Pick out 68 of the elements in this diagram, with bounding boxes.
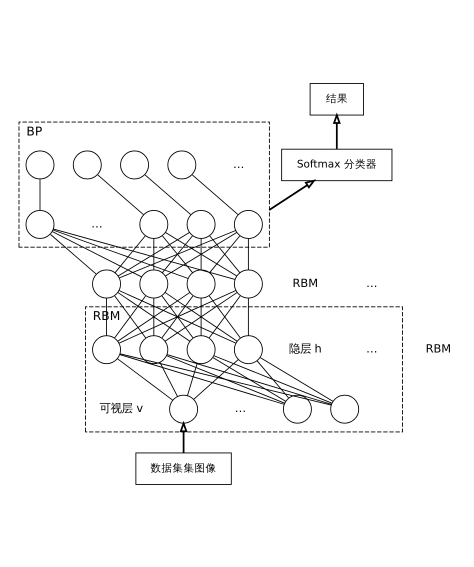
- label: …: [91, 216, 103, 230]
- connector: [192, 174, 238, 214]
- connector: [52, 229, 189, 278]
- node-circle: [186, 334, 216, 364]
- label: …: [366, 275, 378, 290]
- connector: [120, 352, 332, 405]
- node-circle: [139, 210, 168, 238]
- connector: [209, 235, 240, 273]
- connector: [164, 292, 238, 342]
- connector: [119, 354, 284, 404]
- node-box: 数据集集图像: [135, 452, 232, 484]
- connector: [214, 354, 332, 404]
- connector: [248, 238, 249, 270]
- node-circle: [234, 210, 263, 238]
- label: …: [234, 400, 246, 415]
- node-circle: [167, 150, 196, 179]
- connector: [256, 360, 290, 398]
- connector: [117, 358, 173, 400]
- connector: [118, 232, 190, 276]
- connector: [248, 297, 249, 336]
- connector: [200, 297, 202, 336]
- label: RBM: [292, 275, 318, 290]
- node-circle: [92, 334, 121, 364]
- connector: [187, 362, 198, 396]
- label: …: [233, 156, 244, 170]
- node-circle: [234, 334, 263, 364]
- label: 可视层 v: [100, 400, 144, 415]
- connector: [144, 174, 192, 214]
- connector: [160, 362, 178, 396]
- arrow: [268, 178, 316, 210]
- connector: [53, 228, 236, 280]
- connector: [114, 295, 146, 338]
- connector: [193, 358, 239, 400]
- node-circle: [26, 210, 54, 238]
- node-circle: [169, 394, 198, 424]
- arrow: [180, 420, 188, 452]
- label: 隐层 h: [288, 341, 322, 356]
- connector: [166, 354, 332, 404]
- connector: [208, 295, 241, 338]
- node-circle: [282, 394, 312, 424]
- connector: [260, 356, 334, 402]
- connector: [153, 297, 154, 336]
- node-circle: [139, 334, 168, 364]
- connector: [153, 238, 154, 270]
- node-circle: [26, 150, 54, 179]
- node-circle: [139, 269, 168, 298]
- label: …: [366, 341, 378, 356]
- node-circle: [330, 394, 360, 424]
- node-circle: [72, 150, 102, 179]
- node-circle: [186, 210, 216, 238]
- node-circle: [120, 150, 149, 179]
- node-box: 结果: [310, 82, 364, 115]
- connector: [166, 354, 286, 404]
- connector: [118, 290, 236, 344]
- connector: [117, 292, 190, 342]
- node-circle: [92, 269, 121, 298]
- node-circle: [186, 269, 216, 298]
- label: RBM: [426, 341, 452, 356]
- arrow: [332, 112, 341, 148]
- connector: [200, 238, 202, 270]
- connector: [52, 230, 142, 277]
- connector: [212, 356, 286, 402]
- connector: [118, 230, 236, 278]
- connector: [50, 234, 97, 274]
- node-circle: [234, 269, 263, 298]
- connector: [97, 174, 144, 214]
- connector: [114, 235, 146, 273]
- node-box: Softmax 分类器: [281, 148, 392, 181]
